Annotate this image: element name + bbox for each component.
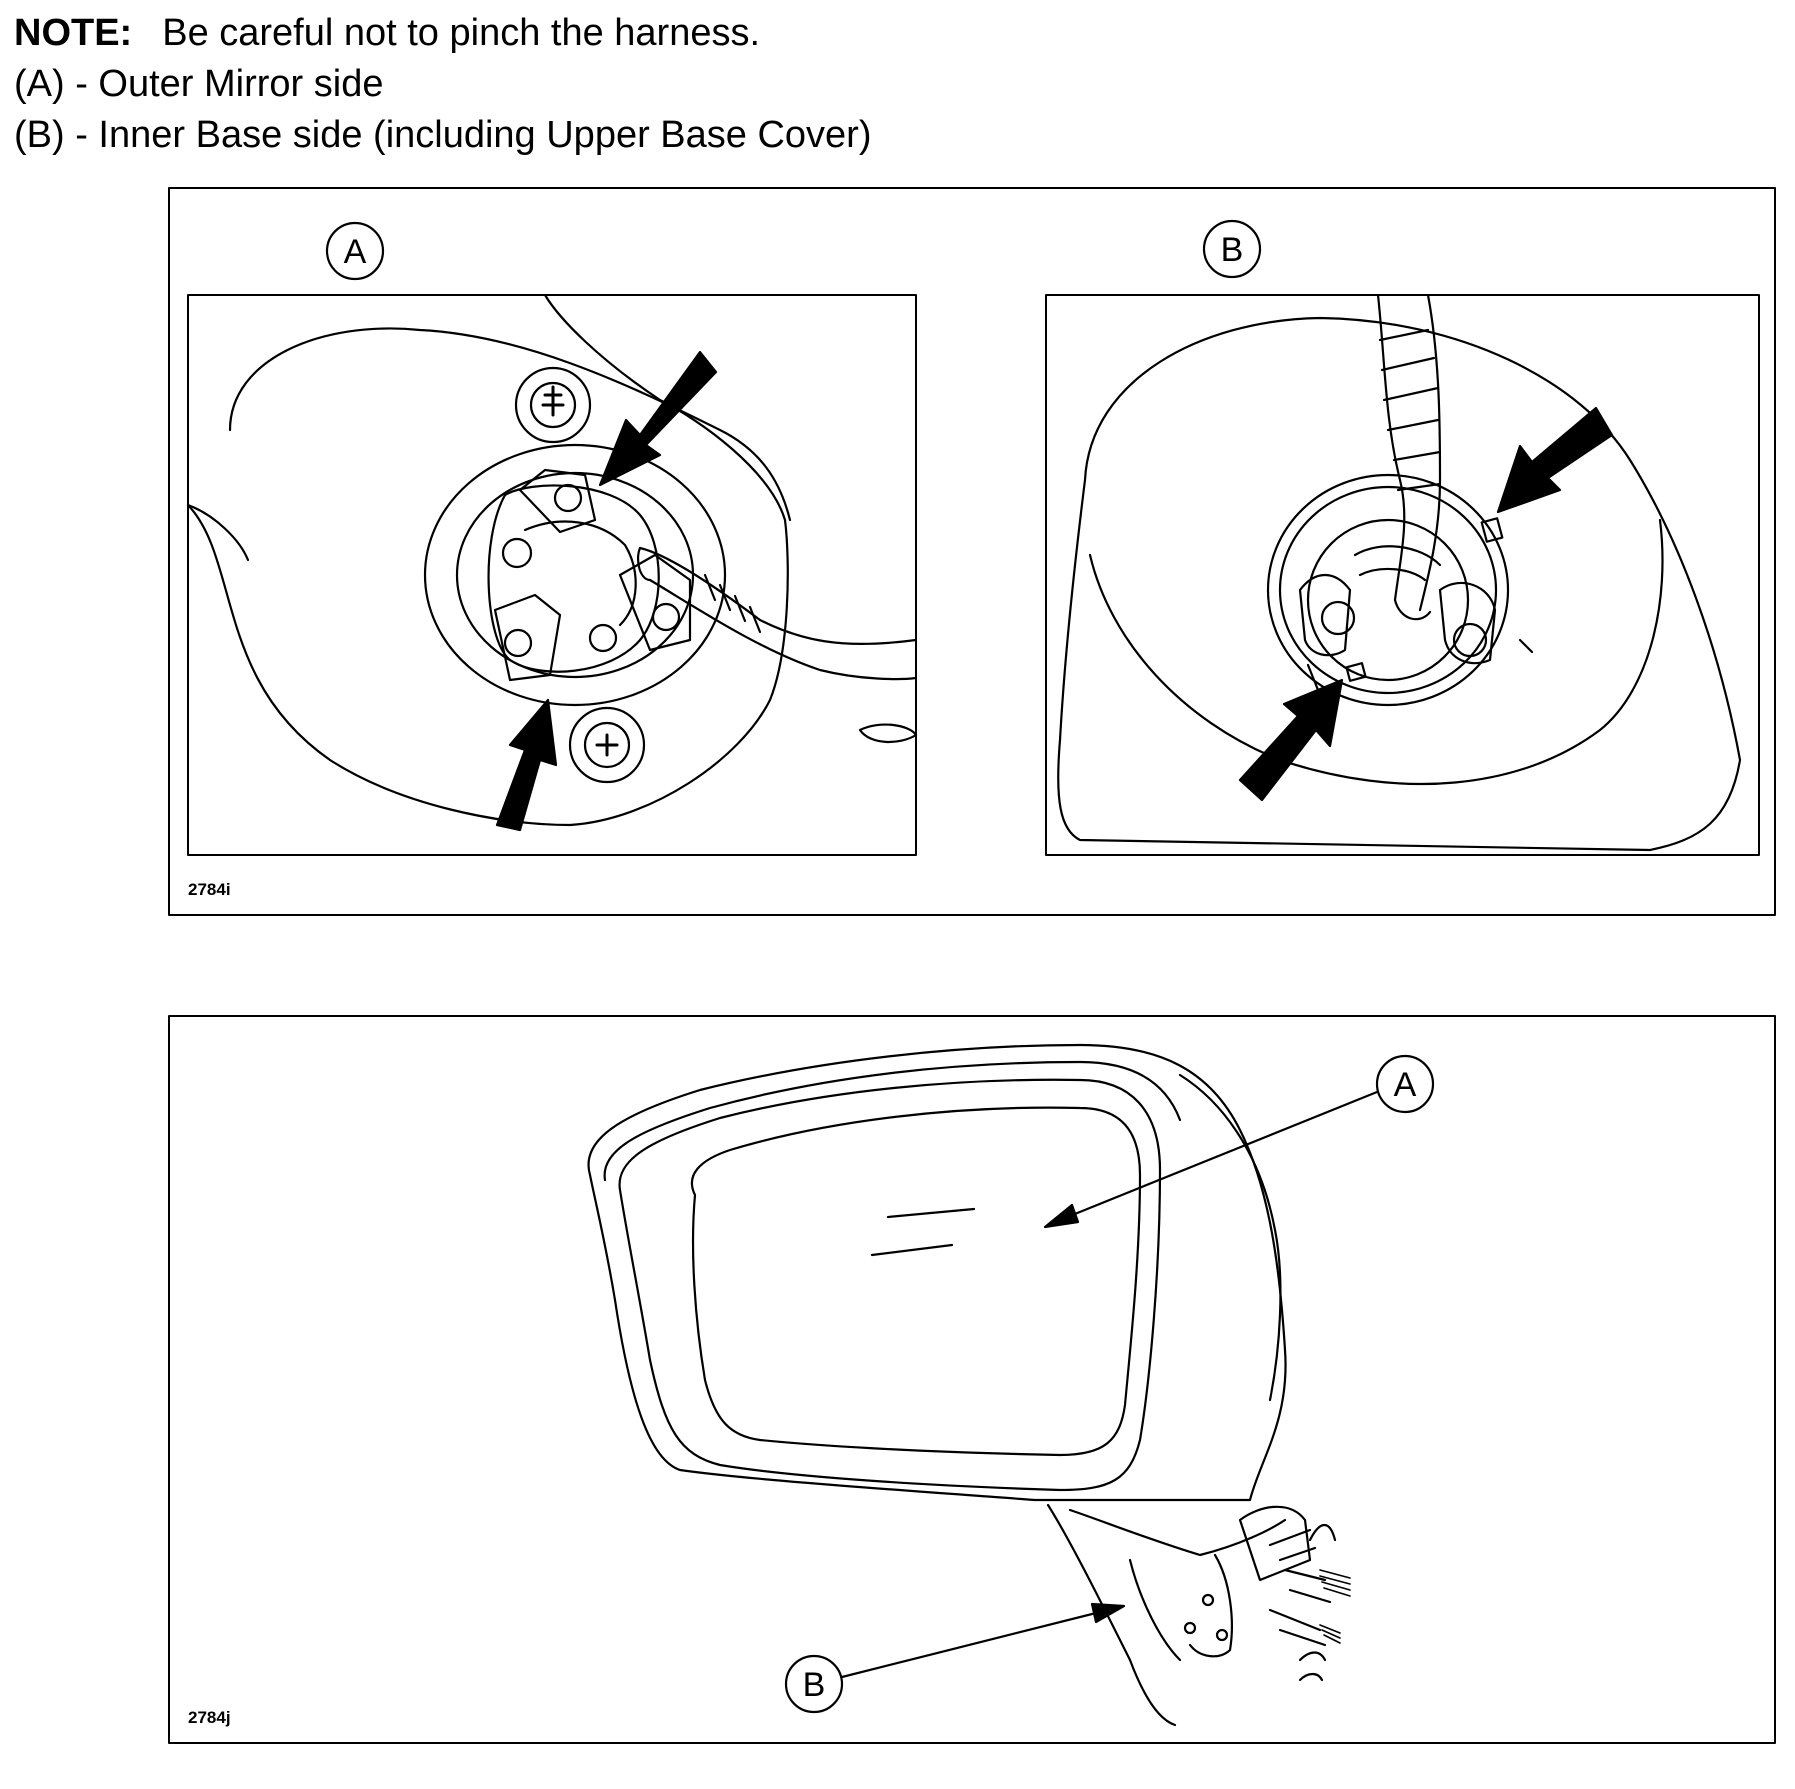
arrow-icon bbox=[1238, 678, 1344, 802]
panel-b: B bbox=[1045, 219, 1760, 856]
figure-bottom-frame bbox=[168, 1015, 1776, 1744]
arrow-icon bbox=[495, 698, 558, 832]
callout-b-label: B bbox=[1221, 231, 1244, 269]
figure-code-top: 2784i bbox=[188, 880, 231, 899]
callout-a-circle bbox=[325, 221, 385, 281]
note-label: NOTE: bbox=[14, 12, 133, 54]
arrow-icon bbox=[598, 350, 718, 487]
panel-a: A bbox=[186, 221, 918, 899]
arrow-icon bbox=[1496, 406, 1614, 514]
note-line: NOTE: Be careful not to pinch the harness… bbox=[14, 8, 872, 59]
screw-icon bbox=[514, 366, 592, 444]
callout-b-bottom-label: B bbox=[803, 1666, 826, 1704]
callout-b-bottom: B bbox=[784, 1602, 1126, 1714]
callout-a-bottom-label: A bbox=[1394, 1066, 1417, 1104]
notes-block: NOTE: Be careful not to pinch the harness… bbox=[14, 8, 872, 161]
arrow-icon bbox=[1043, 1203, 1080, 1229]
callout-b-circle bbox=[1202, 219, 1262, 279]
figure-code-bottom: 2784j bbox=[188, 1708, 231, 1727]
callout-a-bottom: A bbox=[1043, 1054, 1435, 1229]
note-text: Be careful not to pinch the harness. bbox=[162, 12, 761, 54]
legend-line-a: (A) - Outer Mirror side bbox=[14, 63, 384, 105]
callout-a-label: A bbox=[344, 233, 367, 271]
arrow-icon bbox=[1090, 1602, 1126, 1624]
figure-top-frame bbox=[168, 187, 1776, 916]
mirror-assembly bbox=[587, 1043, 1351, 1727]
legend-line-b: (B) - Inner Base side (including Upper B… bbox=[14, 114, 872, 156]
screw-icon bbox=[568, 706, 646, 784]
